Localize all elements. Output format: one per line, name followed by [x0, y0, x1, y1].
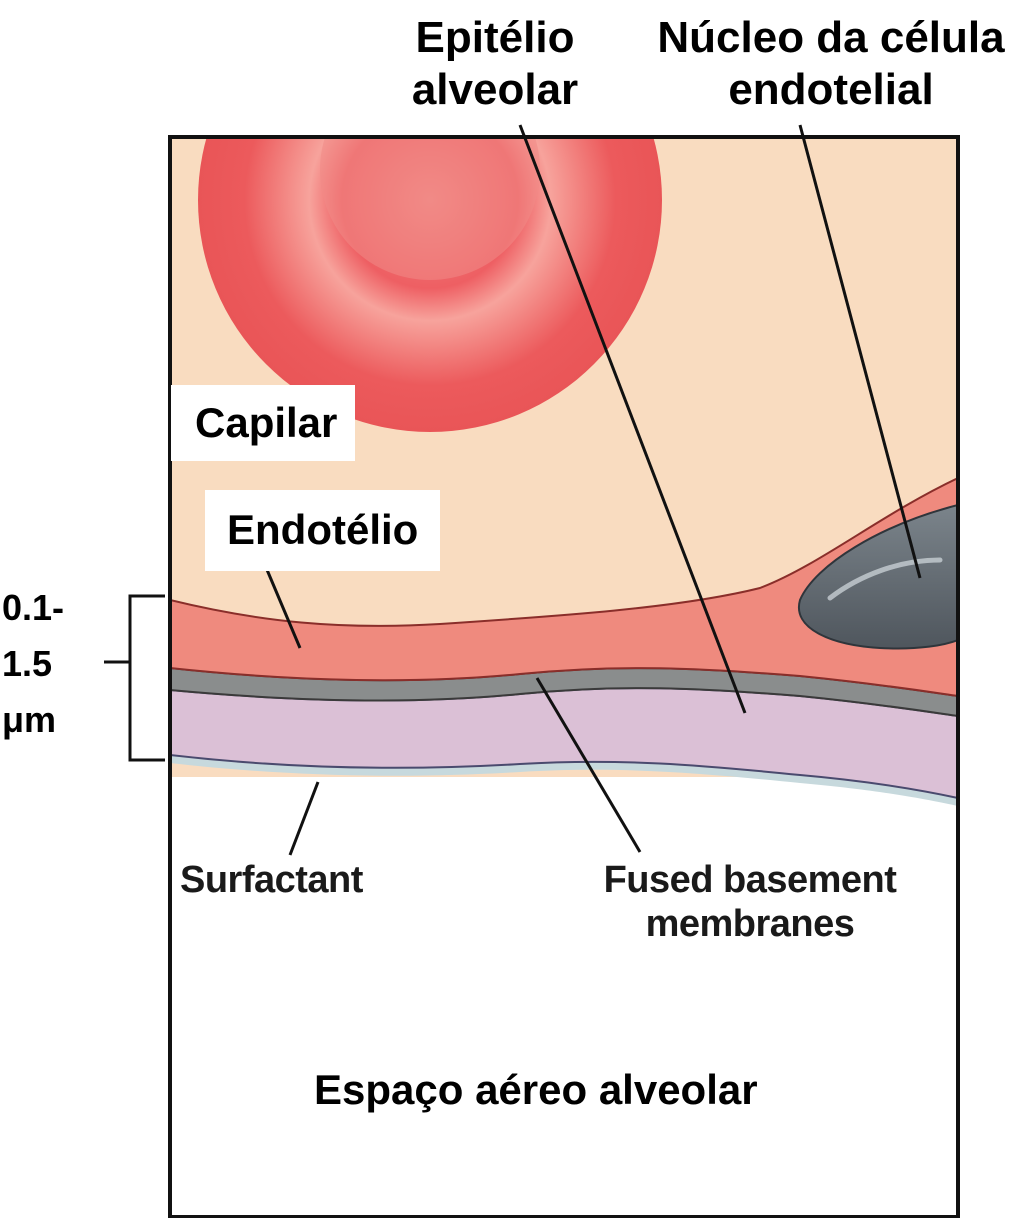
fused-basement-membranes-label-line1: Fused basement: [540, 858, 960, 902]
alveolar-epithelium-label-line1: Epitélio: [395, 12, 595, 64]
endothelial-nucleus-label-line2: endotelial: [638, 64, 1024, 116]
alveolar-air-space-label: Espaço aéreo alveolar: [314, 1065, 758, 1115]
thickness-label: 0.1- 1.5 μm: [2, 580, 102, 748]
surfactant-leader-line: [290, 782, 318, 855]
fused-basement-membranes-label-line2: membranes: [540, 902, 960, 946]
fused-basement-membranes-label: Fused basement membranes: [540, 858, 960, 946]
endothelium-label: Endotélio: [205, 490, 440, 571]
thickness-label-line1: 0.1-: [2, 580, 102, 636]
thickness-label-line2: 1.5: [2, 636, 102, 692]
thickness-bracket: [130, 596, 165, 760]
capillary-label: Capilar: [171, 385, 355, 461]
surfactant-label: Surfactant: [180, 858, 363, 902]
alveolar-epithelium-label-line2: alveolar: [395, 64, 595, 116]
alveolar-epithelium-label: Epitélio alveolar: [395, 12, 595, 116]
endothelial-nucleus-label: Núcleo da célula endotelial: [638, 12, 1024, 116]
endothelial-nucleus-label-line1: Núcleo da célula: [638, 12, 1024, 64]
thickness-label-line3: μm: [2, 692, 102, 748]
